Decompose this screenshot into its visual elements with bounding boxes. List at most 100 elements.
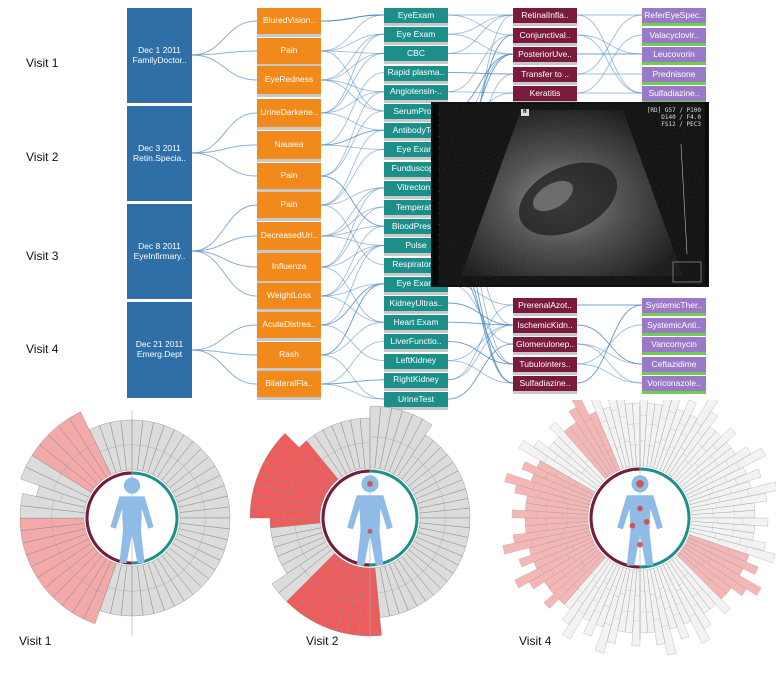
test-node-19-bar <box>384 368 448 372</box>
symptom-node-2-bar <box>257 64 321 67</box>
symptom-node-2[interactable]: Pain <box>257 38 321 64</box>
symptom-node-11[interactable]: AcuteDistrea.. <box>257 312 321 338</box>
visit-3-label: Visit 3 <box>26 249 59 263</box>
test-node-12-label: BloodPress.. <box>391 220 441 231</box>
symptom-node-2-label: Pain <box>280 45 298 56</box>
medication-node-8[interactable]: Vancomycin <box>642 337 706 352</box>
medication-node-4[interactable]: Prednisone <box>642 67 706 82</box>
symptom-test-link <box>320 72 385 146</box>
medication-node-3[interactable]: Leucovorin <box>642 47 706 62</box>
visit-symptom-link <box>191 349 258 385</box>
visit-symptom-link <box>191 204 258 252</box>
symptom-node-8-bar <box>257 250 321 253</box>
test-node-18-bar <box>384 349 448 353</box>
symptom-node-8-label: DecreasedUri.. <box>260 230 318 241</box>
diagnosis-node-6-label: PrerenalAzot.. <box>518 299 572 310</box>
diagnosis-node-7-bar <box>513 333 577 336</box>
visit-4-label: Visit 4 <box>26 342 59 356</box>
visit-node-4[interactable]: Dec 21 2011 Emerg.Dept <box>127 302 192 398</box>
symptom-node-1[interactable]: BluredVision.. <box>257 8 321 34</box>
diagnosis-medication-link <box>576 34 643 94</box>
test-node-15-label: Eye Exam <box>396 278 436 289</box>
symptom-test-link <box>320 295 385 323</box>
diagnosis-node-10[interactable]: Sulfadiazine.. <box>513 376 577 391</box>
radial-visit-2-label: Visit 2 <box>306 634 339 648</box>
diagnosis-node-4[interactable]: Transfer to .. <box>513 67 577 82</box>
radial-visit-1 <box>19 410 231 636</box>
medication-node-7[interactable]: SystemicAnti.. <box>642 318 706 333</box>
test-node-1-bar <box>384 23 448 26</box>
symptom-test-link <box>320 14 385 52</box>
test-node-16-label: KidneyUltras.. <box>389 297 443 308</box>
diagnosis-node-1[interactable]: RetinalInfla.. <box>513 8 577 23</box>
test-node-20[interactable]: RightKidney <box>384 372 448 388</box>
diagnosis-node-5[interactable]: Keratitis <box>513 86 577 101</box>
diagnosis-node-9[interactable]: Tubulointers.. <box>513 357 577 372</box>
symptom-test-link <box>320 244 385 326</box>
symptom-node-13[interactable]: BilateralFla.. <box>257 371 321 397</box>
visit-symptom-link <box>191 144 258 154</box>
medication-node-6[interactable]: SystemicTher.. <box>642 298 706 313</box>
medication-node-9[interactable]: Ceftazidime <box>642 357 706 372</box>
symptom-node-9[interactable]: Influenza <box>257 253 321 281</box>
symptom-node-3[interactable]: EyeRedness <box>257 66 321 94</box>
test-node-5[interactable]: Angiotensin-.. <box>384 84 448 100</box>
test-node-21[interactable]: UrineTest <box>384 392 448 407</box>
test-node-17-bar <box>384 330 448 334</box>
diagnosis-node-6[interactable]: PrerenalAzot.. <box>513 298 577 313</box>
symptom-test-link <box>320 187 385 237</box>
test-node-4[interactable]: Rapid plasma.. <box>384 65 448 81</box>
diagnosis-node-5-label: Keratitis <box>529 87 561 98</box>
symptom-test-link <box>320 283 385 356</box>
test-diagnosis-link <box>447 14 514 54</box>
diagnosis-node-1-bar <box>513 23 577 26</box>
test-node-6-label: SerumProt.. <box>393 105 439 116</box>
diagnosis-node-2[interactable]: Conjunctival.. <box>513 28 577 43</box>
symptom-node-8[interactable]: DecreasedUri.. <box>257 222 321 250</box>
test-node-19[interactable]: LeftKidney <box>384 353 448 369</box>
symptom-node-12[interactable]: Rash <box>257 342 321 368</box>
test-node-16[interactable]: KidneyUltras.. <box>384 296 448 311</box>
symptom-node-10[interactable]: WeightLoss <box>257 283 321 309</box>
symptom-test-link <box>320 33 385 114</box>
medication-node-2[interactable]: Valacyclovir.. <box>642 28 706 43</box>
test-diagnosis-link <box>447 321 514 326</box>
visit-node-1[interactable]: Dec 1 2011 FamilyDoctor.. <box>127 8 192 103</box>
diagnosis-node-10-bar <box>513 391 577 394</box>
symptom-node-12-bar <box>257 368 321 371</box>
medication-node-3-label: Leucovorin <box>653 48 695 59</box>
symptom-test-link <box>320 52 385 114</box>
medication-node-5[interactable]: Sulfadiazine.. <box>642 86 706 101</box>
medication-node-1[interactable]: ReferEyeSpec.. <box>642 8 706 23</box>
symptom-node-5[interactable]: Nausea <box>257 131 321 159</box>
visit-node-3[interactable]: Dec 8 2011 EyeInfirmary.. <box>127 204 192 299</box>
diagnosis-node-3[interactable]: PosteriorUve.. <box>513 47 577 62</box>
diagnosis-node-8[interactable]: Glomerulonep.. <box>513 337 577 352</box>
visit-node-2[interactable]: Dec 3 2011 Retin.Specia.. <box>127 106 192 201</box>
test-node-17[interactable]: Heart Exam <box>384 315 448 331</box>
symptom-test-link <box>320 244 385 268</box>
symptom-test-link <box>320 235 385 246</box>
symptom-node-6-label: Pain <box>280 170 298 181</box>
symptom-node-10-label: WeightLoss <box>266 290 312 301</box>
test-node-2[interactable]: Eye Exam <box>384 27 448 43</box>
test-node-4-bar <box>384 80 448 84</box>
test-node-18[interactable]: LiverFunctio.. <box>384 334 448 350</box>
diagnosis-node-7[interactable]: IschemicKidn.. <box>513 318 577 333</box>
radial-visit-4 <box>502 400 776 656</box>
symptom-node-6[interactable]: Pain <box>257 163 321 189</box>
test-diagnosis-link <box>447 72 514 75</box>
symptom-test-link <box>320 91 385 177</box>
diagnosis-node-10-label: Sulfadiazine.. <box>519 377 571 388</box>
test-node-1[interactable]: EyeExam <box>384 8 448 23</box>
test-node-2-label: Eye Exam <box>396 28 436 39</box>
test-node-16-bar <box>384 311 448 314</box>
symptom-test-link <box>320 129 385 206</box>
ultrasound-sector <box>438 109 702 283</box>
test-node-3[interactable]: CBC <box>384 46 448 62</box>
medication-node-10-bar <box>642 391 706 394</box>
medication-node-10[interactable]: Voriconazole.. <box>642 376 706 391</box>
symptom-node-4[interactable]: UrineDarkene.. <box>257 99 321 127</box>
symptom-node-11-bar <box>257 338 321 341</box>
symptom-node-7[interactable]: Pain <box>257 192 321 218</box>
